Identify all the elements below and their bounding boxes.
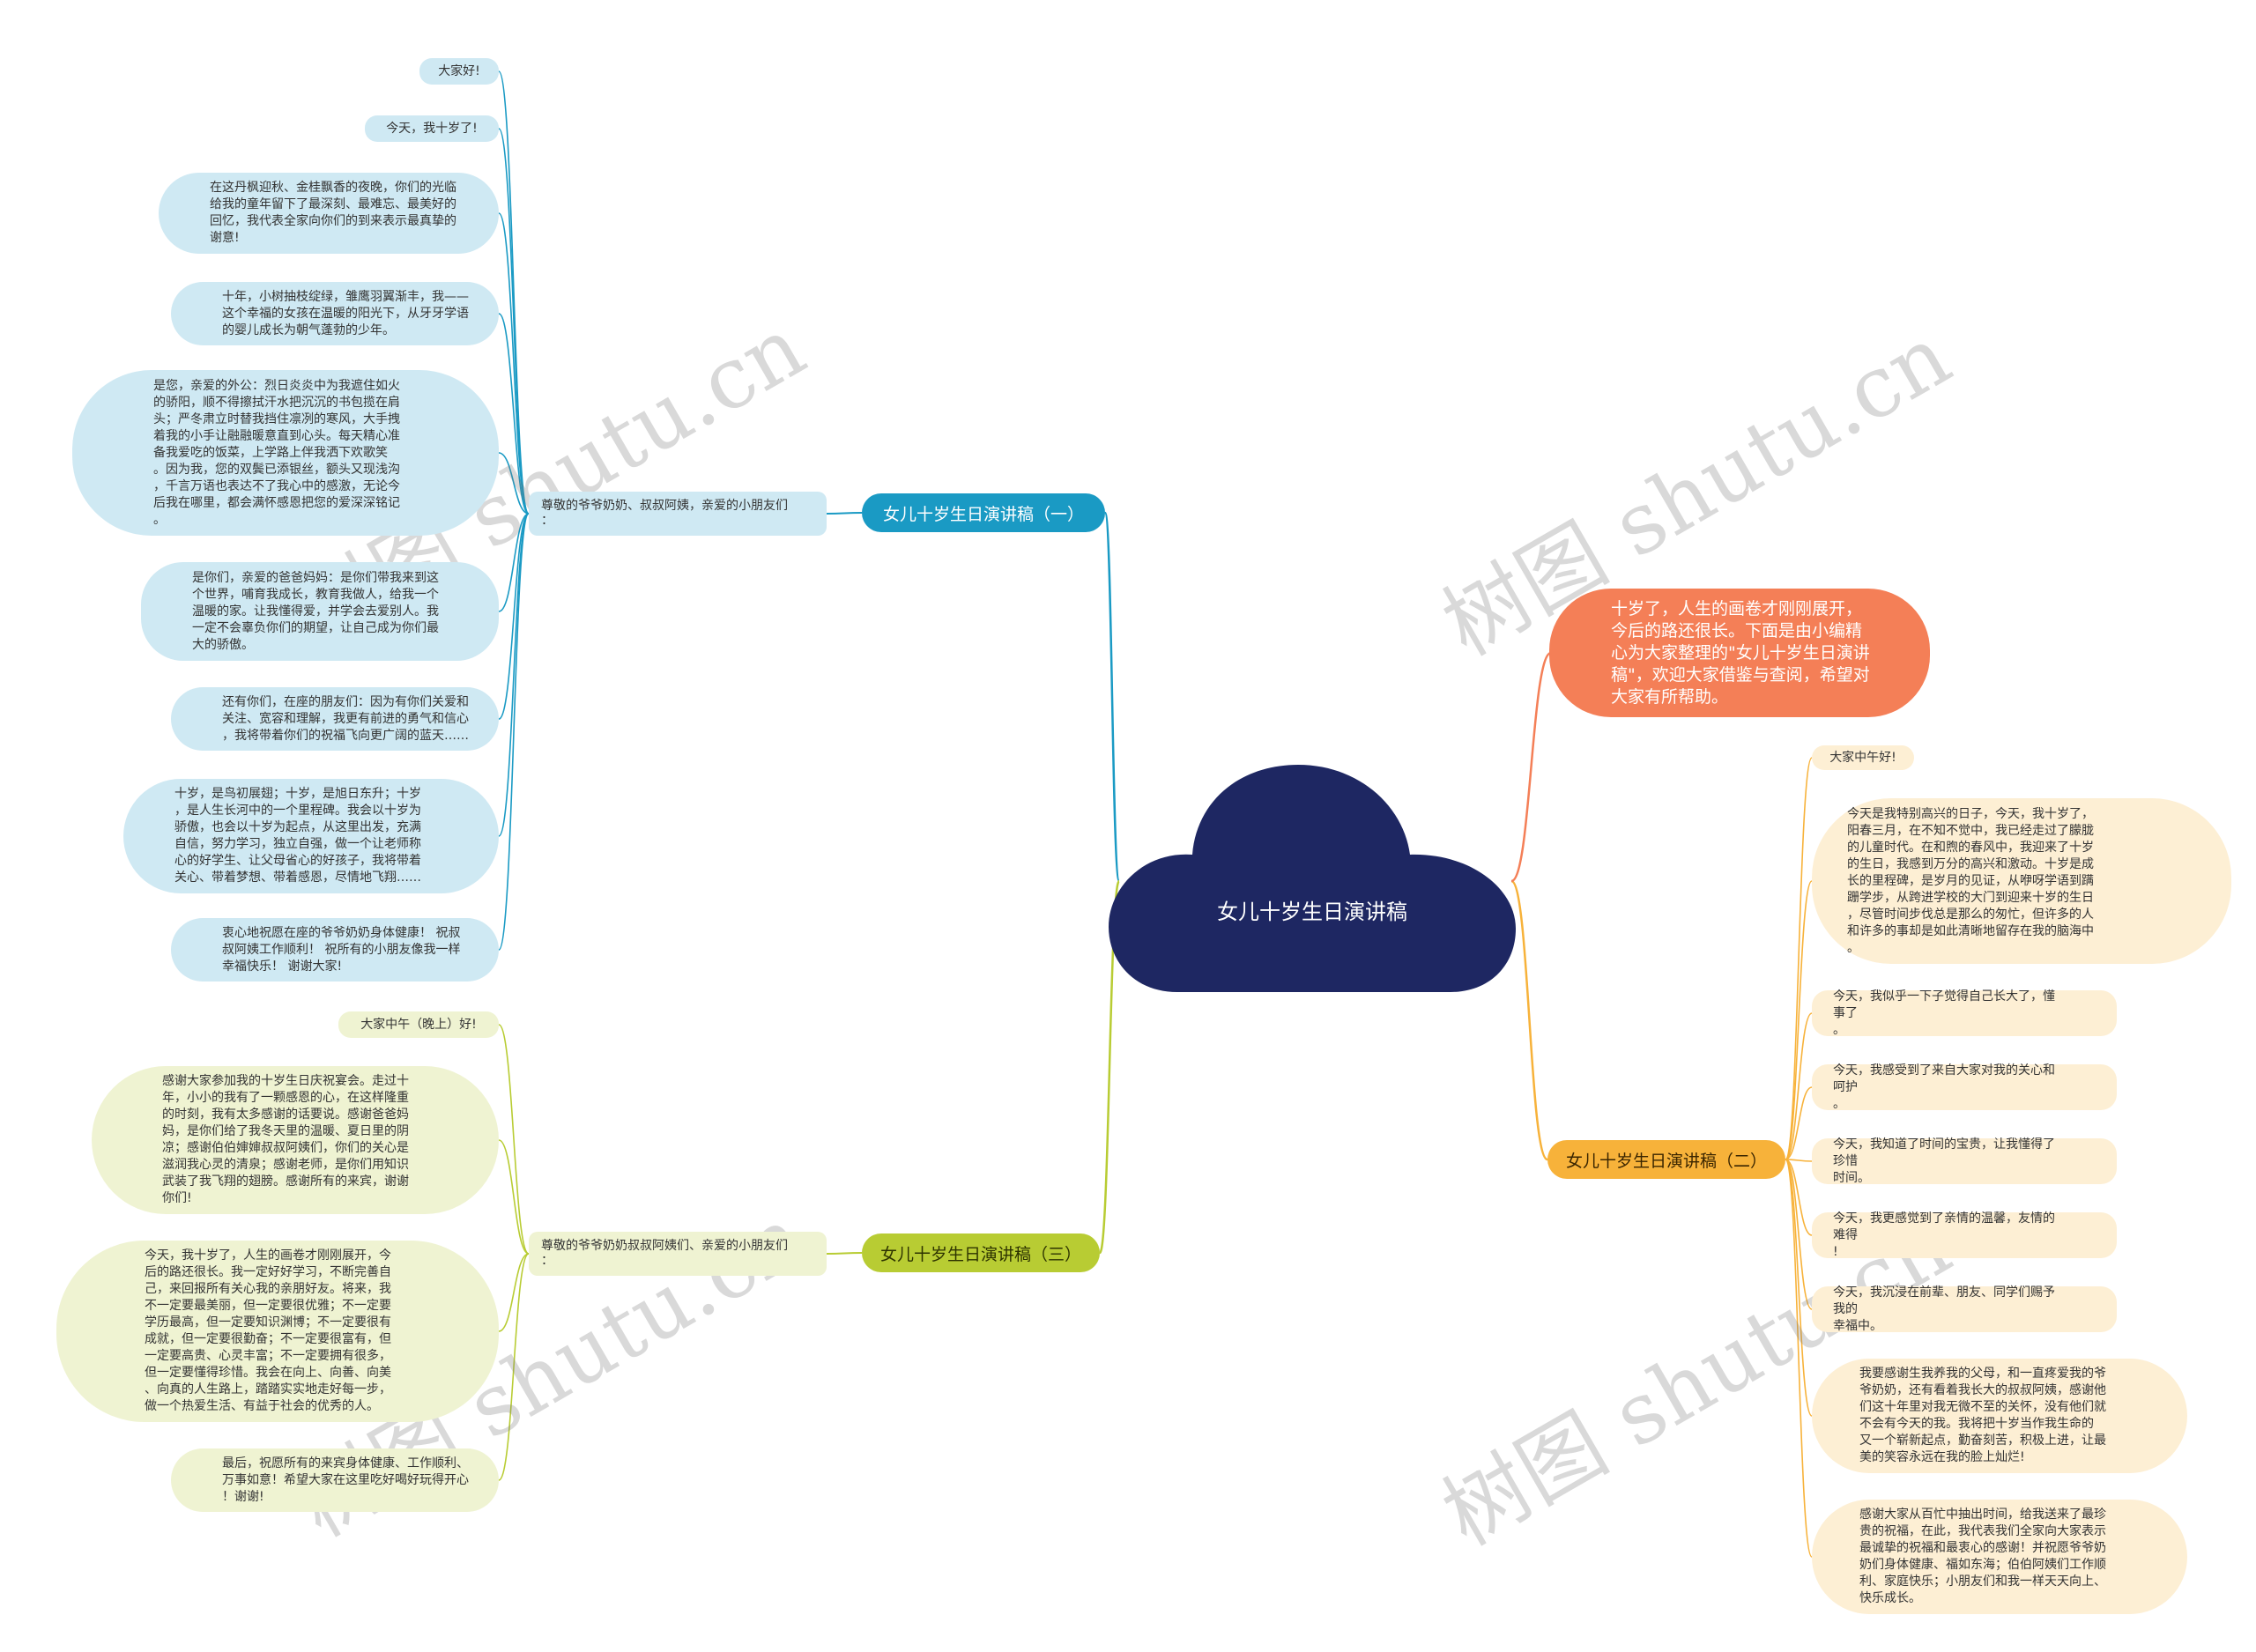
- branch2-item-5[interactable]: 今天，我更感觉到了亲情的温馨，友情的难得 !: [1812, 1211, 2117, 1259]
- branch1-item-7[interactable]: 十岁，是鸟初展翅；十岁，是旭日东升；十岁 ，是人生长河中的一个里程碑。我会以十岁…: [123, 779, 499, 893]
- link-branch1-item-5: [498, 513, 530, 612]
- branch2-item-7[interactable]: 我要感谢生我养我的父母，和一直疼爱我的爷 爷奶奶，还有看着我长大的叔叔阿姨，感谢…: [1812, 1359, 2187, 1473]
- link-branch1-item-6: [498, 513, 530, 720]
- center-cloud-shape: [1109, 765, 1516, 992]
- link-branch1-greeting: [826, 512, 863, 515]
- link-branch2-item-7: [1785, 1159, 1813, 1417]
- link-branch1-item-2: [498, 212, 530, 515]
- branch3-item-3[interactable]: 最后，祝愿所有的来宾身体健康、工作顺利、 万事如意！希望大家在这里吃好喝好玩得开…: [171, 1448, 499, 1512]
- link-branch2-item-8: [1785, 1159, 1813, 1558]
- center-title: 女儿十岁生日演讲稿: [1217, 900, 1407, 924]
- link-branch1-item-7: [498, 513, 530, 837]
- branch3-item-1[interactable]: 感谢大家参加我的十岁生日庆祝宴会。走过十 年，小小的我有了一颗感恩的心，在这样隆…: [92, 1066, 499, 1214]
- link-branch2-item-5: [1785, 1159, 1813, 1236]
- branch2-item-1[interactable]: 今天是我特别高兴的日子，今天，我十岁了， 阳春三月，在不知不觉中，我已经走过了朦…: [1812, 798, 2231, 964]
- branch1-item-0[interactable]: 大家好!: [419, 58, 499, 85]
- center-cloud[interactable]: [1109, 765, 1516, 994]
- branch2-item-8[interactable]: 感谢大家从百忙中抽出时间，给我送来了最珍 贵的祝福，在此，我代表我们全家向大家表…: [1812, 1500, 2187, 1614]
- branch3-greeting[interactable]: 尊敬的爷爷奶奶叔叔阿姨们、亲爱的小朋友们 ：: [529, 1232, 827, 1276]
- link-branch3-item-2: [498, 1253, 530, 1332]
- branch1-greeting[interactable]: 尊敬的爷爷奶奶、叔叔阿姨，亲爱的小朋友们 ：: [529, 492, 827, 536]
- branch2-item-0[interactable]: 大家中午好!: [1812, 745, 1914, 770]
- link-branch2-item-1: [1785, 880, 1813, 1160]
- link-branch2-item-3: [1785, 1086, 1813, 1160]
- branch3-item-2[interactable]: 今天，我十岁了，人生的画卷才刚刚展开，今 后的路还很长。我一定好好学习，不断完善…: [56, 1241, 499, 1422]
- branch1-item-8[interactable]: 衷心地祝愿在座的爷爷奶奶身体健康！ 祝叔 叔阿姨工作顺利！ 祝所有的小朋友像我一…: [171, 918, 499, 982]
- branch1-item-6[interactable]: 还有你们，在座的朋友们：因为有你们关爱和 关注、宽容和理解，我更有前进的勇气和信…: [171, 687, 499, 751]
- link-center-branch1: [1103, 511, 1121, 883]
- link-branch1-item-4: [498, 452, 530, 515]
- link-branch1-item-8: [498, 513, 530, 951]
- link-branch2-item-0: [1785, 757, 1813, 1160]
- link-branch3-item-0: [498, 1024, 530, 1255]
- branch1-item-4[interactable]: 是您，亲爱的外公：烈日炎炎中为我遮住如火 的骄阳，顺不得擦拭汗水把沉沉的书包揽在…: [72, 370, 499, 536]
- branch3-title[interactable]: 女儿十岁生日演讲稿（三）: [862, 1233, 1100, 1272]
- branch2-item-4[interactable]: 今天，我知道了时间的宝贵，让我懂得了珍惜 时间。: [1812, 1137, 2117, 1185]
- branch1-title[interactable]: 女儿十岁生日演讲稿（一）: [862, 493, 1105, 532]
- branch1-item-3[interactable]: 十年，小树抽枝绽绿，雏鹰羽翼渐丰，我—— 这个幸福的女孩在温暖的阳光下，从牙牙学…: [171, 282, 499, 345]
- link-branch3-greeting: [826, 1252, 863, 1255]
- intro-node[interactable]: 十岁了，人生的画卷才刚刚展开， 今后的路还很长。下面是由小编精 心为大家整理的"…: [1549, 589, 1930, 717]
- branch1-item-2[interactable]: 在这丹枫迎秋、金桂飘香的夜晚，你们的光临 给我的童年留下了最深刻、最难忘、最美好…: [159, 173, 499, 254]
- branch2-title[interactable]: 女儿十岁生日演讲稿（二）: [1547, 1140, 1785, 1179]
- branch3-item-0[interactable]: 大家中午（晚上）好!: [338, 1011, 499, 1038]
- link-branch2-item-4: [1785, 1159, 1813, 1162]
- link-branch3-item-3: [498, 1253, 530, 1481]
- link-branch1-item-0: [498, 70, 530, 515]
- link-center-branch2: [1510, 879, 1549, 1161]
- branch1-item-1[interactable]: 今天，我十岁了!: [365, 115, 499, 142]
- branch1-item-5[interactable]: 是你们，亲爱的爸爸妈妈：是你们带我来到这 个世界，哺育我成长，教育我做人，给我一…: [141, 562, 499, 661]
- link-center-intro: [1510, 651, 1552, 883]
- branch2-item-3[interactable]: 今天，我感受到了来自大家对我的关心和呵护 。: [1812, 1063, 2117, 1111]
- link-branch3-item-1: [498, 1139, 530, 1255]
- link-branch1-item-3: [498, 313, 530, 515]
- link-branch2-item-2: [1785, 1012, 1813, 1160]
- link-branch2-item-6: [1785, 1159, 1813, 1310]
- branch2-item-2[interactable]: 今天，我似乎一下子觉得自己长大了，懂事了 。: [1812, 989, 2117, 1037]
- branch2-item-6[interactable]: 今天，我沉浸在前辈、朋友、同学们赐予我的 幸福中。: [1812, 1285, 2117, 1333]
